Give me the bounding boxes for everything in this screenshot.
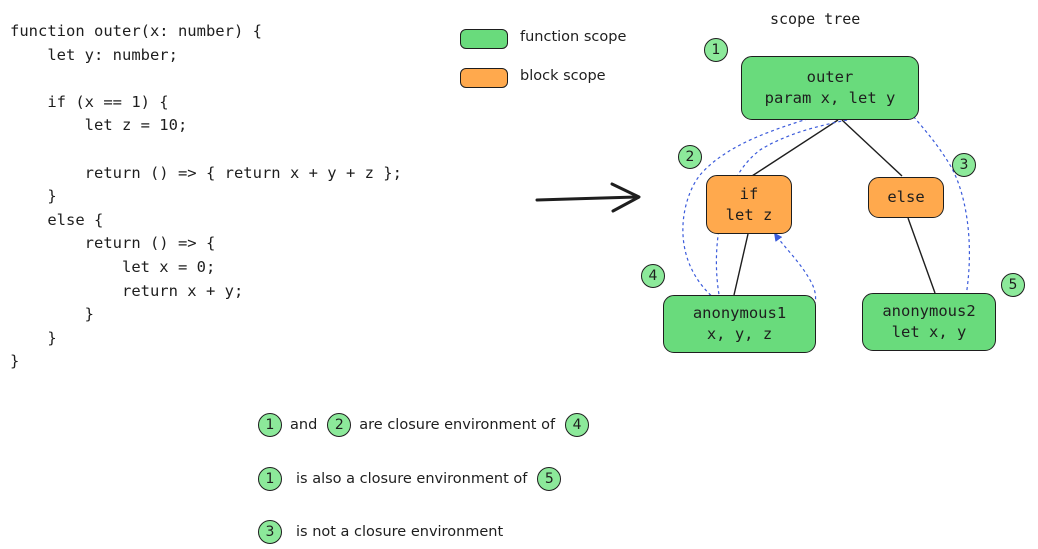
node-anonymous2: anonymous2 let x, y bbox=[862, 293, 996, 351]
note-1-badge-c: 4 bbox=[565, 413, 590, 437]
code-line: return x + y; bbox=[10, 281, 244, 300]
edge-else-anonymous2 bbox=[907, 217, 936, 294]
node-if-line1: if bbox=[739, 184, 759, 203]
code-listing: function outer(x: number) { let y: numbe… bbox=[10, 20, 402, 374]
node-else: else bbox=[868, 177, 944, 218]
note-1-conj: and bbox=[290, 417, 318, 433]
note-3-badge-a: 3 bbox=[258, 520, 282, 544]
code-line: let z = 10; bbox=[10, 116, 188, 135]
edge-outer-if bbox=[751, 119, 839, 177]
node-anonymous1-line1: anonymous1 bbox=[692, 304, 787, 322]
closure-arrow-5-to-1 bbox=[908, 110, 971, 297]
legend-swatch-function-scope bbox=[460, 29, 508, 49]
code-line: return () => { bbox=[10, 234, 216, 253]
badge-anonymous2: 5 bbox=[1001, 273, 1025, 297]
badge-else: 3 bbox=[952, 153, 976, 177]
node-anonymous1: anonymous1 x, y, z bbox=[663, 295, 816, 353]
node-anonymous1-line2: x, y, z bbox=[706, 325, 773, 343]
tree-title: scope tree bbox=[770, 10, 861, 28]
note-1-badge-b: 2 bbox=[327, 413, 352, 437]
badge-anonymous1: 4 bbox=[641, 264, 665, 288]
badge-outer: 1 bbox=[704, 38, 728, 62]
code-to-tree-arrow bbox=[535, 195, 638, 202]
badge-if: 2 bbox=[678, 145, 702, 169]
node-anonymous2-line2: let x, y bbox=[891, 323, 967, 341]
node-anonymous2-line1: anonymous2 bbox=[882, 302, 976, 320]
node-if: if let z bbox=[706, 175, 792, 234]
code-line: } bbox=[10, 328, 57, 347]
note-2-badge-a: 1 bbox=[258, 467, 282, 491]
node-if-line2: let z bbox=[725, 205, 773, 224]
code-line: let y: number; bbox=[10, 45, 178, 64]
note-3-text: is not a closure environment bbox=[296, 524, 504, 540]
edge-if-anonymous1 bbox=[733, 233, 749, 296]
legend-label-function-scope: function scope bbox=[520, 29, 627, 45]
node-outer-line2: param x, let y bbox=[764, 89, 896, 107]
note-3: 3 is not a closure environment bbox=[258, 519, 503, 545]
code-line: let x = 0; bbox=[10, 257, 216, 276]
code-line: } bbox=[10, 352, 20, 371]
edge-outer-else bbox=[841, 119, 903, 177]
note-1-text: are closure environment of bbox=[359, 417, 556, 433]
note-2: 1 is also a closure environment of 5 bbox=[258, 466, 569, 492]
code-to-tree-arrowhead bbox=[610, 182, 641, 213]
legend-swatch-block-scope bbox=[460, 68, 508, 88]
code-line: } bbox=[10, 305, 94, 324]
note-2-text: is also a closure environment of bbox=[296, 471, 528, 487]
code-line: } bbox=[10, 187, 57, 206]
legend-label-block-scope: block scope bbox=[520, 68, 606, 84]
code-line: if (x == 1) { bbox=[10, 92, 169, 111]
node-outer: outer param x, let y bbox=[741, 56, 919, 120]
note-1-badge-a: 1 bbox=[258, 413, 282, 437]
note-1: 1 and 2 are closure environment of 4 bbox=[258, 412, 597, 438]
node-else-line1: else bbox=[887, 188, 925, 206]
note-2-badge-c: 5 bbox=[537, 467, 562, 491]
node-outer-line1: outer bbox=[806, 68, 854, 86]
code-line: else { bbox=[10, 210, 104, 229]
code-line: return () => { return x + y + z }; bbox=[10, 163, 402, 182]
code-line: function outer(x: number) { bbox=[10, 22, 262, 40]
